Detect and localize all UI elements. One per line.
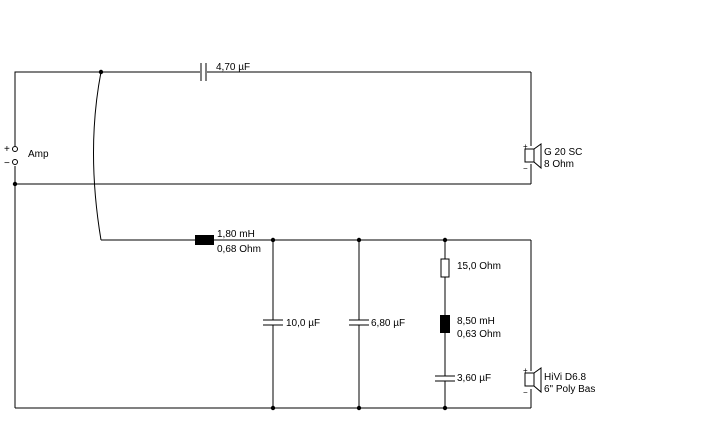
notch-capacitor: 3,60 µF <box>435 373 491 384</box>
junction-dots <box>12 69 448 411</box>
shunt-capacitor-1-label: 10,0 µF <box>286 318 320 329</box>
junction-dot <box>98 69 104 75</box>
shunt-capacitor-2: 6,80 µF <box>349 318 405 329</box>
woofer-speaker: + − HiVi D6.8 6" Poly Bas <box>523 366 595 397</box>
junction-dot <box>270 237 276 243</box>
resistor-icon <box>440 258 450 278</box>
woofer-name: HiVi D6.8 <box>544 372 586 383</box>
junction-dot <box>12 181 18 187</box>
shunt-capacitor-1: 10,0 µF <box>263 318 320 329</box>
amp-plus-sign: + <box>4 144 10 155</box>
notch-inductor-value: 8,50 mH <box>457 316 495 327</box>
tweeter-minus-sign: − <box>523 164 528 173</box>
woofer-plus-sign: + <box>523 366 528 375</box>
amp-minus-terminal <box>12 159 18 165</box>
notch-inductor: 8,50 mH 0,63 Ohm <box>440 315 501 340</box>
wire-top-left <box>14 71 200 146</box>
tweeter-impedance: 8 Ohm <box>544 159 574 170</box>
junction-dot <box>270 405 276 411</box>
notch-capacitor-label: 3,60 µF <box>457 373 491 384</box>
inductor-icon <box>440 315 450 333</box>
inductor-icon <box>195 235 214 245</box>
junction-dot <box>442 237 448 243</box>
woofer-inductor-resistance: 0,68 Ohm <box>217 244 261 255</box>
woofer-inductor-value: 1,80 mH <box>217 229 255 240</box>
speaker-cone <box>533 367 542 394</box>
tweeter-speaker: + − G 20 SC 8 Ohm <box>523 142 582 173</box>
amp-terminals: + − Amp <box>4 144 49 169</box>
amp-minus-sign: − <box>4 158 10 169</box>
speaker-cone <box>533 143 542 170</box>
tweeter-capacitor: 4,70 µF <box>200 62 250 81</box>
junction-dot <box>356 405 362 411</box>
notch-resistor-label: 15,0 Ohm <box>457 261 501 272</box>
shunt-capacitor-2-label: 6,80 µF <box>371 318 405 329</box>
tweeter-capacitor-label: 4,70 µF <box>216 62 250 73</box>
junction-dot <box>442 405 448 411</box>
tweeter-plus-sign: + <box>523 142 528 151</box>
woofer-inductor: 1,80 mH 0,68 Ohm <box>195 229 261 255</box>
notch-resistor: 15,0 Ohm <box>440 258 501 278</box>
woofer-description: 6" Poly Bas <box>544 384 595 395</box>
notch-inductor-resistance: 0,63 Ohm <box>457 329 501 340</box>
woofer-minus-sign: − <box>523 388 528 397</box>
amp-label: Amp <box>28 149 49 160</box>
junction-dot <box>356 237 362 243</box>
wire-crossover-jumper <box>93 71 102 241</box>
amp-plus-terminal <box>12 146 18 152</box>
wires <box>14 71 532 409</box>
tweeter-name: G 20 SC <box>544 147 582 158</box>
